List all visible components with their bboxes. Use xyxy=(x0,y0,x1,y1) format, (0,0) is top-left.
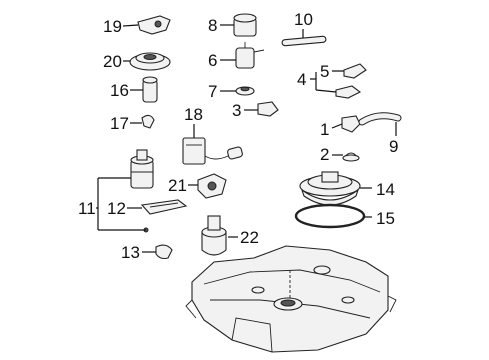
leader-4-5 xyxy=(310,70,344,93)
callout-16: 16 xyxy=(110,81,129,100)
part-16-sleeve xyxy=(142,76,158,103)
callout-4: 4 xyxy=(297,70,306,89)
leader-19 xyxy=(122,24,139,27)
callout-9: 9 xyxy=(389,137,398,156)
callout-14: 14 xyxy=(376,180,395,199)
part-8-cap xyxy=(233,13,257,37)
sender-gauge-icon xyxy=(299,171,361,206)
callout-12: 12 xyxy=(107,199,126,218)
callout-11: 11 xyxy=(78,199,96,218)
part-5-bracket xyxy=(343,63,367,79)
callout-6: 6 xyxy=(208,51,217,70)
callout-20: 20 xyxy=(103,52,122,71)
callout-7: 7 xyxy=(208,82,217,101)
part-12-strainer xyxy=(140,199,188,215)
callout-3: 3 xyxy=(232,101,241,120)
callout-13: 13 xyxy=(121,243,140,262)
part-22-pump-assembly xyxy=(201,215,227,256)
callout-1: 1 xyxy=(320,120,329,139)
callout-17: 17 xyxy=(110,114,129,133)
part-19-bracket xyxy=(137,15,171,35)
part-2-grommet xyxy=(342,152,360,162)
fuel-tank-icon xyxy=(185,245,397,353)
callout-10: 10 xyxy=(294,10,313,29)
part-13-clamp xyxy=(155,244,173,260)
callout-19: 19 xyxy=(103,17,122,36)
callout-5: 5 xyxy=(320,62,329,81)
part-1-connector xyxy=(341,115,361,133)
fuel-hose-icon xyxy=(358,112,402,126)
fuel-pump-icon xyxy=(130,149,154,189)
fuel-filter-icon xyxy=(235,42,265,69)
callout-15: 15 xyxy=(376,209,395,228)
part-10-pipe xyxy=(281,35,327,47)
callout-8: 8 xyxy=(208,16,217,35)
part-17-clip xyxy=(141,114,155,129)
part-20-lock-ring xyxy=(129,52,171,71)
part-3-fitting xyxy=(257,101,279,117)
callout-18: 18 xyxy=(184,105,203,124)
gasket-icon xyxy=(294,203,366,229)
part-7-grommet xyxy=(235,86,255,96)
callout-2: 2 xyxy=(320,145,329,164)
part-21-pump-bracket xyxy=(197,173,227,199)
part-4-bracket xyxy=(335,85,362,99)
callout-21: 21 xyxy=(168,176,187,195)
leader-1 xyxy=(331,123,343,129)
callout-22: 22 xyxy=(240,228,259,247)
part-18-sender-gauge xyxy=(182,137,243,165)
leader-11 xyxy=(96,177,146,231)
